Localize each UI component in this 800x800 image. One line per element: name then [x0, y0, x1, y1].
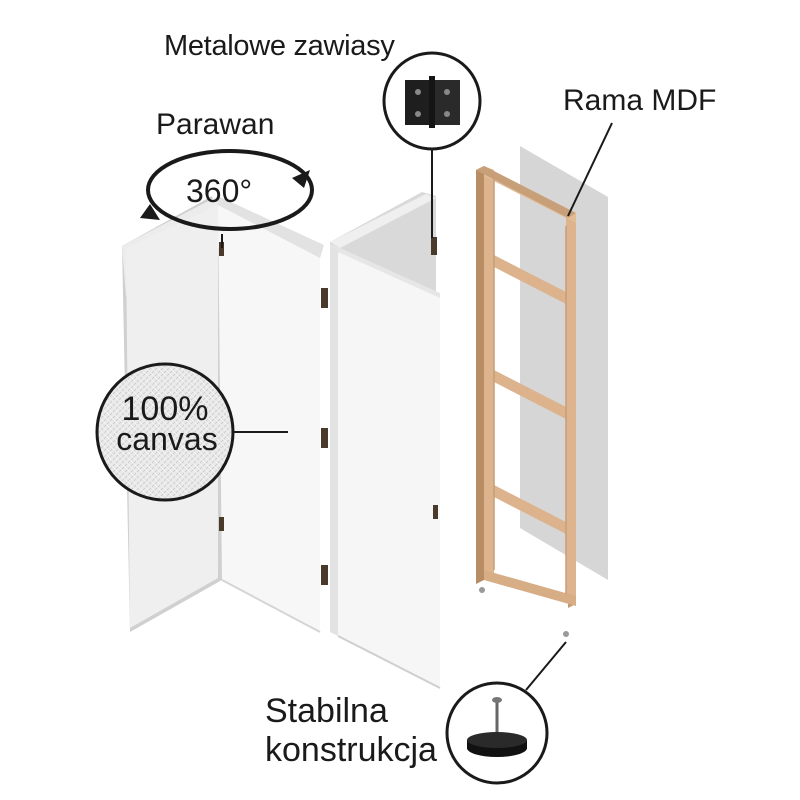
screen-hinges	[219, 237, 438, 585]
hinge	[219, 242, 224, 256]
frame-label: Rama MDF	[563, 84, 717, 117]
arrow-icon	[140, 204, 160, 220]
hinges-label: Metalowe zawiasy	[164, 30, 395, 62]
canvas-percent-label: 100%	[122, 390, 209, 428]
rear-panel	[520, 146, 608, 580]
leader-line-stable	[525, 641, 567, 691]
hinge-callout	[382, 51, 482, 151]
hinge	[219, 517, 224, 531]
screen-label: Parawan	[156, 108, 275, 141]
foot-pin	[479, 587, 485, 593]
hinge	[431, 237, 437, 255]
foot-icon	[467, 697, 527, 757]
rotation-label: 360°	[186, 173, 252, 209]
hinge-icon	[405, 76, 460, 128]
hinge	[433, 505, 438, 519]
leader-lines	[221, 122, 613, 691]
rotation-indicator: 360°	[140, 149, 314, 231]
mdf-frame	[476, 166, 576, 608]
foot-callout	[445, 681, 549, 785]
screen-panel-4	[338, 250, 440, 688]
arrow-icon	[292, 170, 310, 188]
stability-label-line2: konstrukcja	[265, 731, 437, 769]
hinge	[321, 428, 328, 448]
stability-label: Stabilna konstrukcja	[265, 692, 437, 770]
canvas-callout: 100% canvas	[95, 362, 235, 502]
leader-line-frame	[567, 122, 613, 217]
hinge	[321, 565, 328, 585]
screen-panel-2	[218, 205, 320, 632]
stability-label-line1: Stabilna	[265, 692, 388, 730]
canvas-material-label: canvas	[116, 421, 217, 457]
foot-pin	[563, 631, 569, 637]
hinge	[321, 288, 328, 308]
